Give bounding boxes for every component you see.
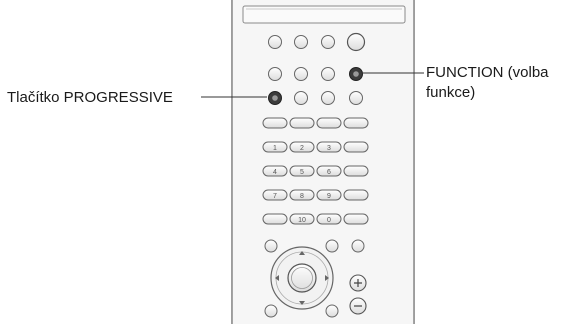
button-row-3 — [268, 91, 363, 105]
number-key-2[interactable] — [289, 141, 315, 153]
number-key-9-label: 9 — [327, 193, 331, 200]
number-key-7-label: 7 — [273, 193, 277, 200]
arrow-right-icon[interactable] — [325, 275, 329, 281]
function-button-label-line1: FUNCTION (volba — [426, 64, 549, 81]
round-button[interactable] — [321, 91, 335, 105]
round-button[interactable] — [321, 35, 335, 49]
number-key-0[interactable] — [316, 213, 342, 225]
arrow-down-icon[interactable] — [299, 301, 305, 305]
top-button-row — [268, 32, 366, 52]
pill-button[interactable] — [262, 213, 288, 225]
enter-button[interactable] — [287, 263, 317, 293]
number-key-4-label: 4 — [273, 169, 277, 176]
number-key-10[interactable] — [289, 213, 315, 225]
pill-row-1 — [262, 117, 369, 129]
round-button[interactable] — [264, 304, 278, 318]
number-key-1[interactable] — [262, 141, 288, 153]
plus-icon — [354, 279, 362, 287]
power-button[interactable] — [346, 32, 366, 52]
number-key-3-label: 3 — [327, 145, 331, 152]
round-button[interactable] — [268, 67, 282, 81]
number-key-10-label: 10 — [298, 217, 306, 224]
progressive-button-label: Tlačítko PROGRESSIVE — [7, 89, 173, 106]
pill-button[interactable] — [343, 165, 369, 177]
function-button-label: FUNCTION (volba funkce) — [426, 63, 549, 103]
pill-button[interactable] — [262, 117, 288, 129]
pill-button[interactable] — [289, 117, 315, 129]
progressive-button-highlight — [272, 95, 278, 101]
number-key-7[interactable] — [262, 189, 288, 201]
function-button-label-line2: funkce) — [426, 84, 476, 101]
function-button-highlight — [353, 71, 359, 77]
round-button[interactable] — [349, 91, 363, 105]
round-button[interactable] — [294, 35, 308, 49]
number-key-2-label: 2 — [300, 145, 304, 152]
round-button[interactable] — [325, 304, 339, 318]
number-key-8[interactable] — [289, 189, 315, 201]
round-button[interactable] — [351, 239, 365, 253]
number-key-6[interactable] — [316, 165, 342, 177]
number-key-8-label: 8 — [300, 193, 304, 200]
pill-button[interactable] — [343, 141, 369, 153]
numeric-keypad: 1 2 3 4 5 6 7 8 9 10 0 — [262, 141, 369, 225]
round-button[interactable] — [268, 35, 282, 49]
round-button[interactable] — [321, 67, 335, 81]
arrow-up-icon[interactable] — [299, 251, 305, 255]
pill-button[interactable] — [343, 189, 369, 201]
button-row-2 — [268, 67, 363, 81]
navigation-area — [264, 239, 367, 318]
number-key-5[interactable] — [289, 165, 315, 177]
number-key-1-label: 1 — [273, 145, 277, 152]
pill-button[interactable] — [343, 213, 369, 225]
number-key-3[interactable] — [316, 141, 342, 153]
round-button[interactable] — [294, 67, 308, 81]
round-button[interactable] — [264, 239, 278, 253]
number-key-0-label: 0 — [327, 217, 331, 224]
pill-button[interactable] — [316, 117, 342, 129]
pill-button[interactable] — [343, 117, 369, 129]
enter-button-inner — [291, 267, 313, 289]
number-key-4[interactable] — [262, 165, 288, 177]
number-key-5-label: 5 — [300, 169, 304, 176]
number-key-6-label: 6 — [327, 169, 331, 176]
arrow-left-icon[interactable] — [275, 275, 279, 281]
round-button[interactable] — [294, 91, 308, 105]
number-key-9[interactable] — [316, 189, 342, 201]
round-button[interactable] — [325, 239, 339, 253]
